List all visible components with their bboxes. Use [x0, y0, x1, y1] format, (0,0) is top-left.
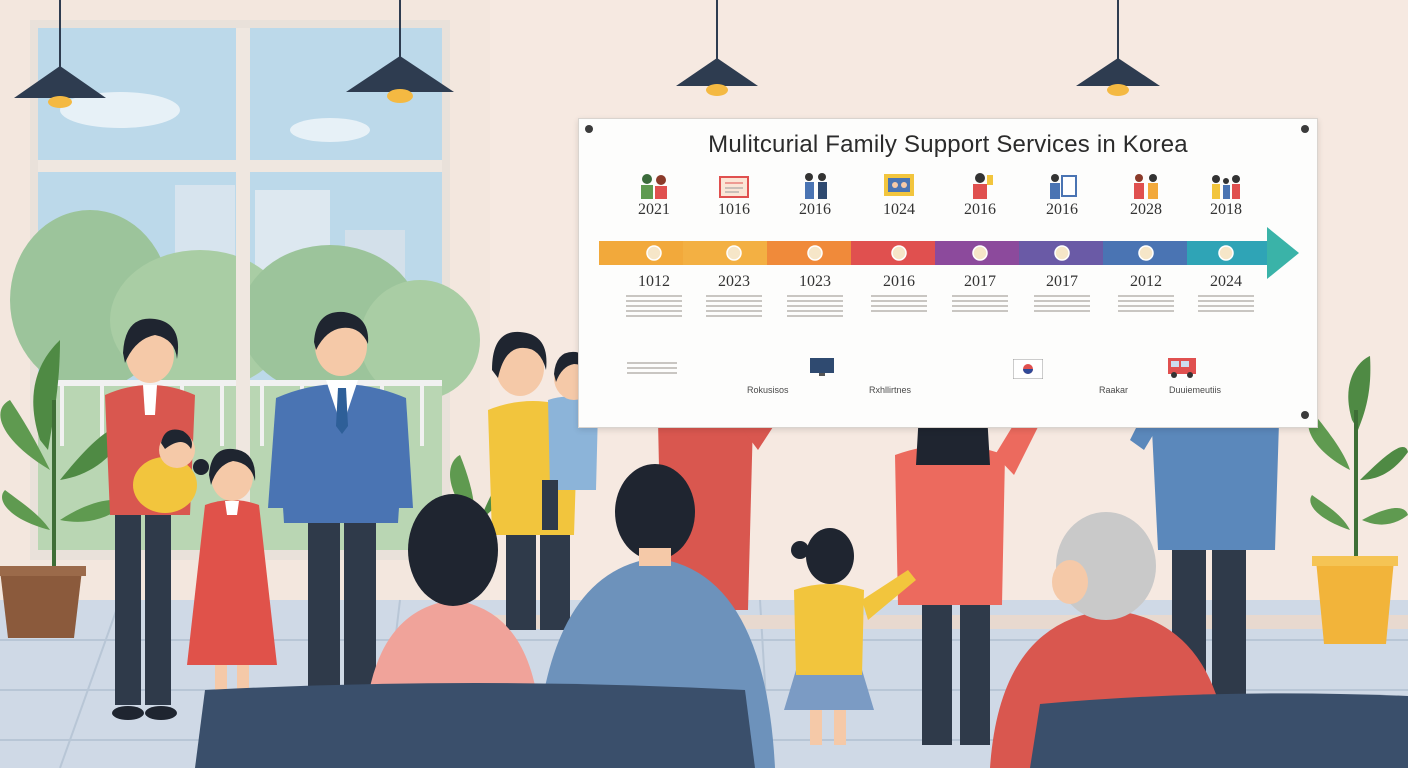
pin: [1301, 125, 1309, 133]
family-icon: [637, 171, 671, 201]
timeline-entry: 2016: [1027, 171, 1097, 219]
year-label: 2021: [638, 201, 670, 218]
timeline-detail: 2016: [864, 273, 934, 315]
timeline-detail: 1023: [780, 273, 850, 320]
little-girl-yellow: [784, 528, 916, 745]
screen-icon: [882, 171, 916, 201]
bench-left: [195, 683, 755, 768]
timeline-detail: 2017: [945, 273, 1015, 315]
caption: Rokusisos: [747, 385, 789, 395]
presenter-icon: [1045, 171, 1079, 201]
timeline-entry: 1016: [699, 171, 769, 219]
year-label: 2023: [718, 273, 750, 290]
poster-title: Mulitcurial Family Support Services in K…: [708, 131, 1188, 158]
timeline-detail: 2017: [1027, 273, 1097, 315]
timeline-detail: 1012: [619, 273, 689, 320]
year-label: 2028: [1130, 201, 1162, 218]
woman-holding-baby: [105, 318, 197, 720]
caption: Raakar: [1099, 385, 1129, 395]
year-label: 1016: [718, 201, 750, 218]
timeline-entry: 2018: [1191, 171, 1261, 219]
bus-icon: [1168, 358, 1196, 378]
year-label: 2017: [1046, 273, 1078, 290]
year-label: 2016: [799, 201, 831, 218]
year-label: 1012: [638, 273, 670, 290]
year-label: 1023: [799, 273, 831, 290]
caption: Rxhllirtnes: [869, 385, 912, 395]
family-group-icon: [1209, 171, 1243, 201]
computer-icon: [810, 358, 834, 376]
year-label: 2017: [964, 273, 996, 290]
timeline-detail: 2023: [699, 273, 769, 320]
caption: Duuiemeutiis: [1169, 385, 1222, 395]
pin: [1301, 411, 1309, 419]
document-icon: [717, 171, 751, 201]
year-label: 2012: [1130, 273, 1162, 290]
timeline-arrow: [599, 227, 1299, 279]
man-blue-sweater: [268, 311, 413, 688]
timeline-entry: 2016: [945, 171, 1015, 219]
bench-right: [1030, 693, 1408, 768]
group-icon: [1129, 171, 1163, 201]
girl-red-dress: [187, 448, 277, 710]
timeline-detail: 2024: [1191, 273, 1261, 315]
couple-icon: [798, 171, 832, 201]
timeline-entry: 2016: [780, 171, 850, 219]
year-label: 2016: [1046, 201, 1078, 218]
timeline-entry: 2021: [619, 171, 689, 219]
timeline-entry: 2028: [1111, 171, 1181, 219]
year-label: 1024: [883, 201, 915, 218]
person-icon: [963, 171, 997, 201]
timeline-detail: 2012: [1111, 273, 1181, 315]
text-lines: [627, 359, 677, 377]
year-label: 2018: [1210, 201, 1242, 218]
timeline-entry: 1024: [864, 171, 934, 219]
year-label: 2016: [883, 273, 915, 290]
korean-flag-icon: [1013, 359, 1043, 379]
year-label: 2024: [1210, 273, 1242, 290]
timeline-poster: Mulitcurial Family Support Services in K…: [578, 118, 1318, 428]
year-label: 2016: [964, 201, 996, 218]
pin: [585, 125, 593, 133]
